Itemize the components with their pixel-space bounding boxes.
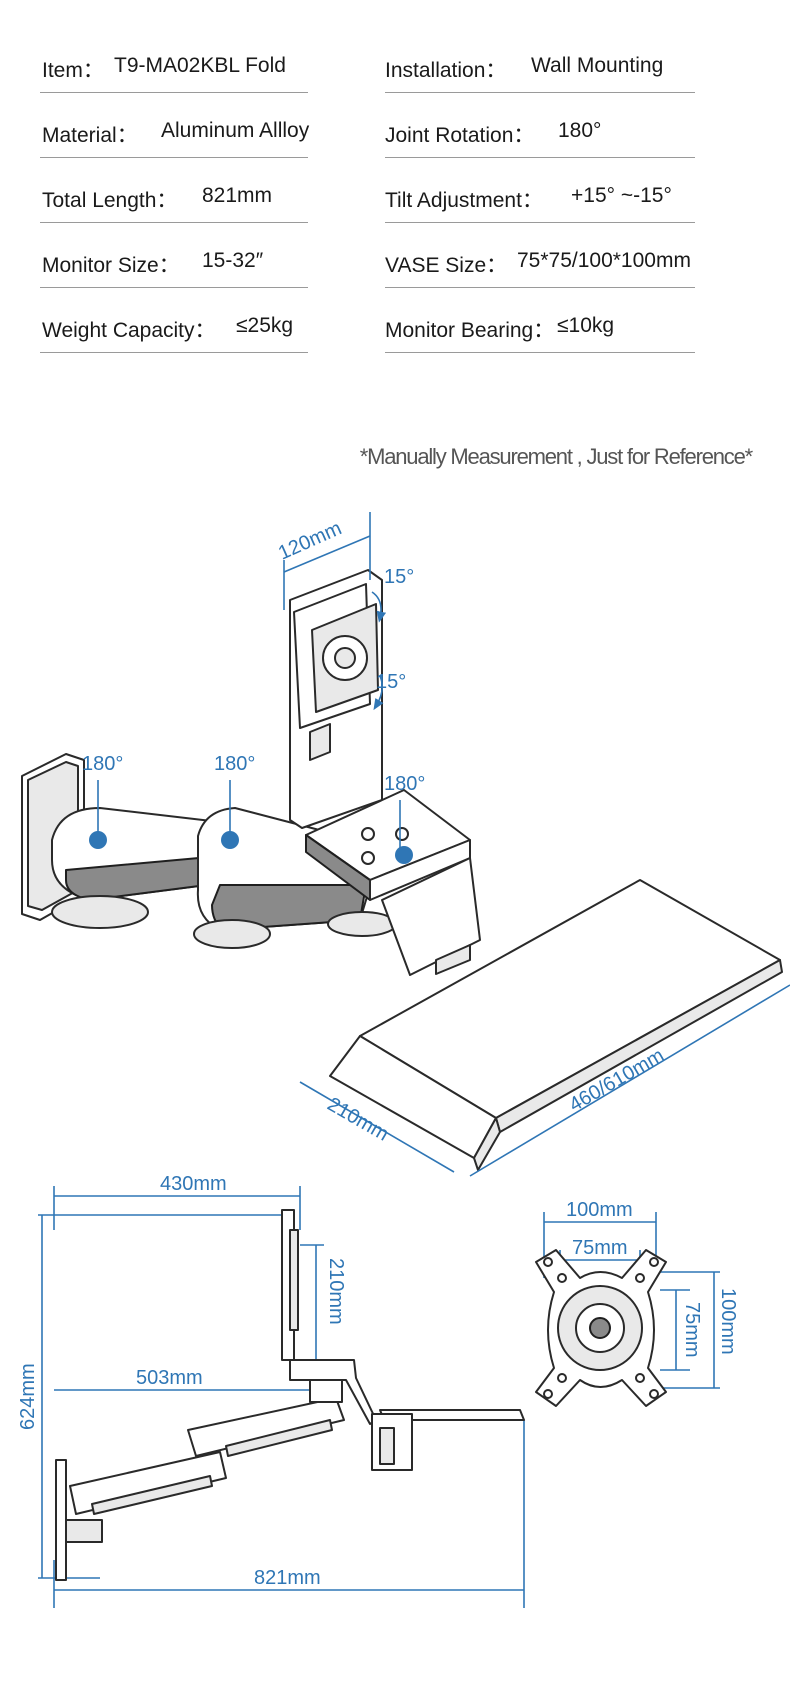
vesa-hole — [543, 1389, 553, 1399]
side-vesa-rail — [289, 1229, 299, 1331]
vesa-hole — [557, 1273, 567, 1283]
spec-row-joint-rotation: Joint Rotation： 180° — [385, 105, 695, 158]
tray-support — [381, 857, 481, 976]
vesa-hub-center — [334, 647, 356, 669]
spec-value: T9-MA02KBL Fold — [114, 54, 286, 77]
spec-label: Monitor Bearing： — [385, 319, 555, 342]
spec-value: Aluminum Allloy — [161, 119, 310, 142]
vesa-view — [535, 1212, 720, 1407]
side-arm-2 — [187, 1397, 345, 1457]
measurement-note: *Manually Measurement , Just for Referen… — [359, 444, 753, 469]
height-label: 624mm — [17, 1363, 39, 1430]
spec-label: Joint Rotation： — [385, 124, 535, 147]
tilt-up-arrow — [371, 591, 387, 623]
side-tray-clamp-detail — [379, 1427, 395, 1465]
spec-row-monitor-size: Monitor Size： 15-32″ — [40, 235, 308, 288]
side-wall-plate — [55, 1459, 67, 1581]
spec-value: ≤25kg — [236, 314, 294, 337]
vesa-hole — [649, 1389, 659, 1399]
spec-row-monitor-bearing: Monitor Bearing： ≤10kg — [385, 300, 695, 353]
spec-label: Tilt Adjustment： — [385, 189, 543, 212]
spec-row-tilt-adjustment: Tilt Adjustment： +15° ~-15° — [385, 170, 695, 223]
vesa-hole — [635, 1273, 645, 1283]
side-arm-1-detail — [91, 1475, 213, 1515]
vesa-outer-width-label: 100mm — [566, 1199, 633, 1221]
spec-row-vase-size: VASE Size： 75*75/100*100mm — [385, 235, 695, 288]
plate-height-label: 210mm — [325, 1258, 347, 1325]
joint1-label: 180° — [82, 753, 123, 775]
dim-210-line — [299, 1081, 455, 1173]
vesa-inner-width-label: 75mm — [572, 1237, 628, 1259]
spec-row-material: Material： Aluminum Allloy — [40, 105, 310, 158]
spec-label: Installation： — [385, 59, 507, 82]
joint3-marker — [395, 846, 413, 864]
top-width-label: 430mm — [160, 1173, 227, 1195]
arm-segment-1-side — [65, 854, 233, 901]
spec-value: 180° — [558, 119, 602, 142]
arm-reach-label: 503mm — [136, 1367, 203, 1389]
dim-120-line — [283, 535, 371, 573]
spec-label: VASE Size： — [385, 254, 508, 277]
spec-label: Material： — [42, 124, 138, 147]
tray-clamp — [435, 944, 471, 975]
base-screw — [361, 827, 375, 841]
tilt-up-label: 15° — [384, 566, 414, 588]
vesa-outer-height-label: 100mm — [717, 1288, 739, 1355]
spec-label: Weight Capacity： — [42, 319, 216, 342]
spec-row-installation: Installation： Wall Mounting — [385, 40, 695, 93]
spec-row-weight-capacity: Weight Capacity： ≤25kg — [40, 300, 308, 353]
spec-label: Monitor Size： — [42, 254, 180, 277]
isometric-view — [21, 512, 790, 1177]
joint1-marker — [89, 831, 107, 849]
spec-value: 75*75/100*100mm — [517, 249, 691, 272]
side-arm-1 — [69, 1451, 227, 1515]
vesa-hole — [557, 1373, 567, 1383]
spec-value: +15° ~-15° — [571, 184, 672, 207]
arm-joint-base-1 — [51, 895, 149, 929]
tilt-down-label: 15° — [376, 671, 406, 693]
plate-width-label: 120mm — [275, 517, 345, 564]
spec-value: ≤10kg — [557, 314, 615, 337]
post-slot — [309, 723, 331, 761]
vesa-center-bolt — [589, 1317, 611, 1339]
vesa-hole — [635, 1373, 645, 1383]
joint2-marker — [221, 831, 239, 849]
joint2-label: 180° — [214, 753, 255, 775]
base-screw — [361, 851, 375, 865]
side-view — [38, 1186, 525, 1608]
arm-joint-base-3 — [327, 911, 397, 937]
arm-joint-base-2 — [193, 919, 271, 949]
spec-value: 821mm — [202, 184, 273, 207]
side-arm-joint — [309, 1379, 343, 1403]
dim-460-610-line — [469, 984, 790, 1177]
vesa-hole — [649, 1257, 659, 1267]
side-arm-2-detail — [225, 1419, 333, 1457]
spec-label: Item： — [42, 59, 104, 82]
vesa-hole — [543, 1257, 553, 1267]
tilt-down-arrow — [373, 675, 384, 711]
base-screw — [395, 827, 409, 841]
spec-row-total-length: Total Length： 821mm — [40, 170, 308, 223]
spec-row-item: Item： T9-MA02KBL Fold — [40, 40, 308, 93]
total-length-label: 821mm — [254, 1567, 321, 1589]
spec-label: Total Length： — [42, 189, 178, 212]
joint3-label: 180° — [384, 773, 425, 795]
mouse-pad-lip — [473, 1117, 501, 1171]
spec-value: 15-32″ — [202, 249, 264, 272]
vesa-inner-height-label: 75mm — [681, 1302, 703, 1358]
spec-value: Wall Mounting — [531, 54, 664, 77]
side-wall-bracket — [65, 1519, 103, 1543]
